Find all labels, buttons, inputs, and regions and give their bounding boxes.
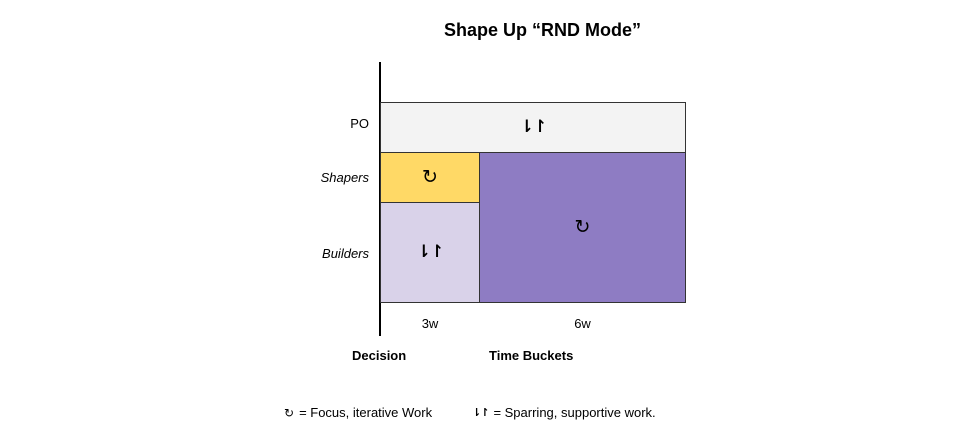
tick-label-3w: 3w [421,316,439,331]
row-label-builders: Builders [322,246,369,261]
focus-cycle-icon: ↻ [284,405,295,420]
legend-focus-text: = Focus, iterative Work [299,405,433,420]
row-label-po: PO [350,116,369,131]
po-block: ⇂↾ [380,102,686,153]
legend-focus: ↻ = Focus, iterative Work [284,405,432,420]
legend-sparring-text: = Sparring, supportive work. [493,405,656,420]
shapers-3w-block: ↻ [380,152,480,203]
shapers-builders-6w-block: ↻ [479,152,686,303]
diagram-title: Shape Up “RND Mode” [443,20,641,40]
builders-3w-block: ⇂↾ [380,202,480,303]
tick-label-6w: 6w [574,316,591,331]
sparring-arrows-icon: ⇂↾ [472,406,489,419]
sparring-arrows-icon: ⇂↾ [519,117,547,137]
sparring-arrows-icon: ⇂↾ [416,242,444,262]
focus-cycle-icon: ↻ [574,216,591,238]
axis-title-decision: Decision [352,348,407,363]
row-label-shapers: Shapers [320,170,369,185]
axis-title-time-buckets: Time Buckets [489,348,574,363]
focus-cycle-icon: ↻ [422,166,438,188]
legend-sparring: ⇂↾ = Sparring, supportive work. [472,405,656,420]
